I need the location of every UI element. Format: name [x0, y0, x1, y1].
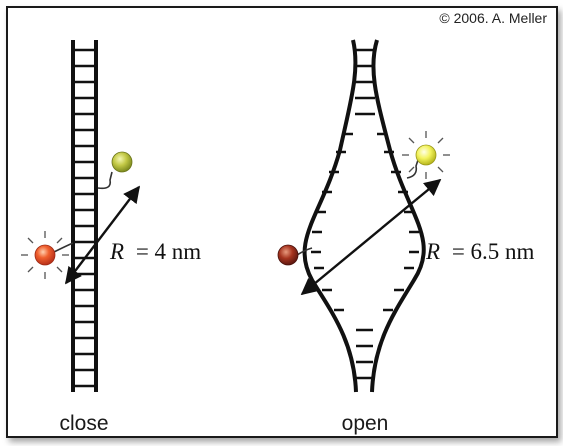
copyright-notice: © 2006. A. Meller [439, 10, 547, 26]
closed-distance-arrow [64, 185, 141, 285]
closed-state-label: close [59, 412, 108, 435]
closed-red-dye [21, 231, 74, 279]
open-bright-yellow-dye [402, 131, 450, 179]
open-bubble-rungs [311, 48, 419, 380]
open-distance-label: R = 6.5 nm [425, 239, 535, 264]
closed-distance-label: R = 4 nm [109, 239, 201, 264]
open-bubble-strands [302, 39, 426, 393]
open-distance-arrow [300, 178, 442, 296]
closed-hairpin-ladder [71, 40, 98, 392]
open-state-label: open [342, 412, 389, 435]
closed-olive-dye [97, 151, 133, 190]
